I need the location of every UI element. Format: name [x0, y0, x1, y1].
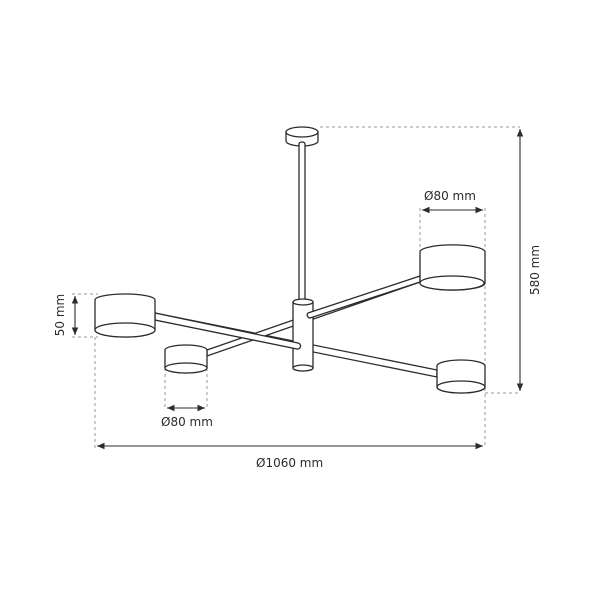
- center-body: [154, 275, 421, 372]
- dim-label-shade-diameter-bottom: Ø80 mm: [161, 415, 213, 429]
- shade-right-top: [419, 244, 486, 291]
- dim-label-shade-diameter-top: Ø80 mm: [424, 189, 476, 203]
- dimension-lines: [71, 129, 524, 450]
- shade-left-top: [94, 293, 156, 338]
- shade-right-bottom: [436, 359, 486, 394]
- dim-label-total-diameter: Ø1060 mm: [256, 456, 324, 470]
- dim-label-shade-height: 50 mm: [53, 293, 68, 337]
- down-rod: [298, 141, 306, 301]
- shade-left-small: [164, 344, 208, 374]
- dim-label-total-height: 580 mm: [528, 244, 543, 296]
